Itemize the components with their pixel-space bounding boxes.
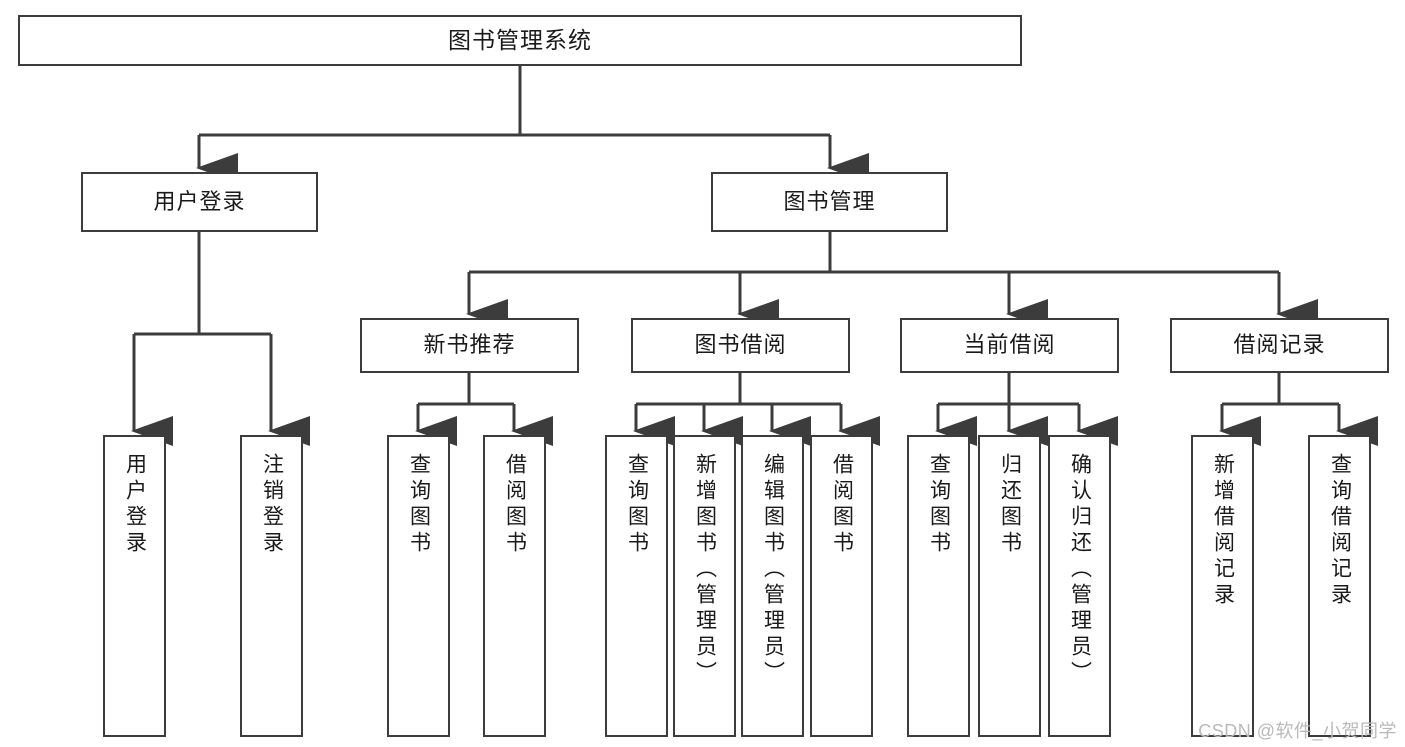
node-label: 归还图书 [998, 453, 1022, 557]
node-label: 用户登录 [123, 453, 147, 557]
leaf-user-login[interactable]: 用户登录 [103, 435, 166, 737]
leaf-borrow-book-recommend[interactable]: 借阅图书 [483, 435, 546, 737]
node-root-system[interactable]: 图书管理系统 [18, 15, 1022, 66]
node-label: 查询借阅记录 [1328, 453, 1352, 609]
node-label: 图书借阅 [694, 332, 787, 358]
node-label: 当前借阅 [963, 332, 1056, 358]
leaf-borrow-book[interactable]: 借阅图书 [810, 435, 873, 737]
node-label: 查询图书 [927, 453, 951, 557]
leaf-query-book-current[interactable]: 查询图书 [907, 435, 970, 737]
node-label: 借阅图书 [830, 453, 854, 557]
node-new-book-recommend[interactable]: 新书推荐 [360, 318, 579, 373]
leaf-query-book-borrow[interactable]: 查询图书 [605, 435, 668, 737]
node-user-login[interactable]: 用户登录 [81, 172, 318, 232]
leaf-query-borrow-record[interactable]: 查询借阅记录 [1308, 435, 1371, 737]
node-label: 注销登录 [260, 453, 284, 557]
watermark-text: CSDN @软件_小贺同学 [1198, 721, 1397, 741]
node-label: 查询图书 [625, 453, 649, 557]
node-borrow-record[interactable]: 借阅记录 [1170, 318, 1389, 373]
node-label: 借阅记录 [1233, 332, 1326, 358]
leaf-edit-book-admin[interactable]: 编辑图书（管理员） [741, 435, 804, 737]
leaf-query-book-recommend[interactable]: 查询图书 [387, 435, 450, 737]
node-label: 图书管理系统 [448, 26, 592, 53]
node-label: 新书推荐 [423, 332, 516, 358]
leaf-add-borrow-record[interactable]: 新增借阅记录 [1191, 435, 1254, 737]
node-label: 查询图书 [407, 453, 431, 557]
leaf-confirm-return-admin[interactable]: 确认归还（管理员） [1048, 435, 1111, 737]
node-book-management[interactable]: 图书管理 [711, 172, 948, 232]
leaf-logout[interactable]: 注销登录 [240, 435, 303, 737]
node-label: 借阅图书 [503, 453, 527, 557]
node-label: 新增借阅记录 [1211, 453, 1235, 609]
leaf-add-book-admin[interactable]: 新增图书（管理员） [673, 435, 736, 737]
node-label: 图书管理 [783, 188, 876, 214]
node-current-borrow[interactable]: 当前借阅 [900, 318, 1119, 373]
leaf-return-book[interactable]: 归还图书 [978, 435, 1041, 737]
node-label: 用户登录 [153, 188, 246, 214]
node-label: 新增图书（管理员） [693, 453, 717, 687]
node-label: 编辑图书（管理员） [761, 453, 785, 687]
node-book-borrow[interactable]: 图书借阅 [631, 318, 850, 373]
node-label: 确认归还（管理员） [1068, 453, 1092, 687]
